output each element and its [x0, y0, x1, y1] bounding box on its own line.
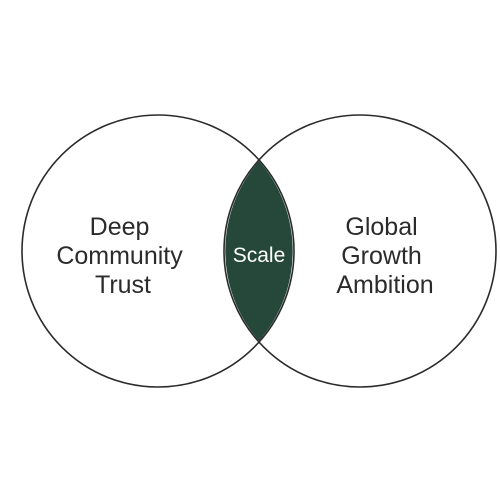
right-circle — [223, 114, 497, 388]
intersection-lens — [225, 161, 293, 341]
right-label-line: Ambition — [336, 271, 433, 299]
left-set-label: Deep Community Trust — [56, 213, 189, 299]
right-label-line: Growth — [341, 242, 422, 270]
left-label-line: Community — [56, 242, 183, 270]
intersection-label: Scale — [233, 244, 286, 267]
right-label-line: Global — [345, 213, 417, 241]
right-set-label: Global Growth Ambition — [336, 213, 433, 299]
left-label-line: Deep — [90, 213, 150, 241]
left-label-line: Trust — [95, 271, 151, 299]
left-circle — [21, 114, 295, 388]
